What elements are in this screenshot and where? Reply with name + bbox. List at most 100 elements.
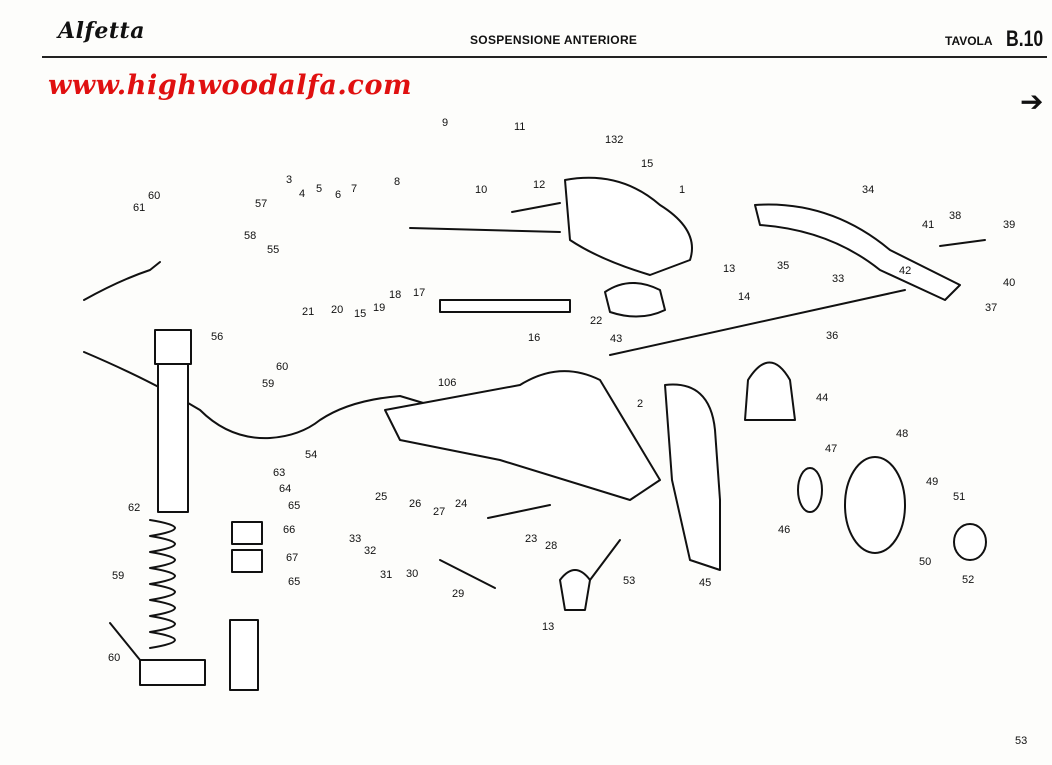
part-label-46: 46 <box>778 524 790 536</box>
part-label-32: 32 <box>364 545 376 557</box>
part-label-2: 2 <box>637 398 643 410</box>
part-label-31: 31 <box>380 569 392 581</box>
anti-roll-bar <box>83 351 441 440</box>
part-label-8: 8 <box>394 176 400 188</box>
part-label-13: 13 <box>723 263 735 275</box>
pointer-arrow-2 <box>589 539 621 581</box>
part-label-29: 29 <box>452 588 464 600</box>
part-label-49: 49 <box>926 476 938 488</box>
part-label-15: 15 <box>641 158 653 170</box>
part-label-59: 59 <box>112 570 124 582</box>
part-label-60: 60 <box>148 190 160 202</box>
part-label-34: 34 <box>862 184 874 196</box>
ball-joint <box>559 569 591 611</box>
part-label-28: 28 <box>545 540 557 552</box>
part-label-20: 20 <box>331 304 343 316</box>
lower-shock-rod <box>229 619 259 691</box>
part-label-54: 54 <box>305 449 317 461</box>
part-label-37: 37 <box>985 302 997 314</box>
page-number: 53 <box>1015 735 1028 747</box>
shock-absorber-top <box>154 329 192 365</box>
part-label-23: 23 <box>525 533 537 545</box>
bump-rubber <box>744 361 796 421</box>
part-label-66: 66 <box>283 524 295 536</box>
bushing-67 <box>231 549 263 573</box>
hub-carrier <box>664 383 721 571</box>
part-label-43: 43 <box>610 333 622 345</box>
part-label-16: 16 <box>528 332 540 344</box>
tie-rod <box>609 289 906 356</box>
part-label-40: 40 <box>1003 277 1015 289</box>
part-label-35: 35 <box>777 260 789 272</box>
part-label-19: 19 <box>373 302 385 314</box>
part-label-59: 59 <box>262 378 274 390</box>
header-rule <box>42 56 1047 58</box>
part-label-7: 7 <box>351 183 357 195</box>
part-label-67: 67 <box>286 552 298 564</box>
part-label-1: 1 <box>679 184 685 196</box>
part-label-56: 56 <box>211 331 223 343</box>
tavola-label: TAVOLA <box>945 34 993 48</box>
part-label-14: 14 <box>738 291 750 303</box>
bolt-12 <box>511 202 561 213</box>
part-label-36: 36 <box>826 330 838 342</box>
strut-rod <box>439 299 571 313</box>
part-label-39: 39 <box>1003 219 1015 231</box>
part-label-63: 63 <box>273 467 285 479</box>
part-label-55: 55 <box>267 244 279 256</box>
part-label-6: 6 <box>335 189 341 201</box>
watermark-url: www.highwoodalfa.com <box>48 70 413 101</box>
part-label-52: 52 <box>962 574 974 586</box>
part-label-18: 18 <box>389 289 401 301</box>
part-label-12: 12 <box>533 179 545 191</box>
part-label-53: 53 <box>623 575 635 587</box>
part-label-42: 42 <box>899 265 911 277</box>
hub-cap <box>953 523 987 561</box>
part-label-47: 47 <box>825 443 837 455</box>
part-label-60: 60 <box>108 652 120 664</box>
part-label-45: 45 <box>699 577 711 589</box>
part-label-41: 41 <box>922 219 934 231</box>
part-label-57: 57 <box>255 198 267 210</box>
part-label-61: 61 <box>133 202 145 214</box>
part-label-33: 33 <box>832 273 844 285</box>
arrow-right-icon[interactable]: ➔ <box>1020 86 1044 117</box>
part-label-33: 33 <box>349 533 361 545</box>
lower-arm <box>384 370 661 501</box>
part-label-4: 4 <box>299 188 305 200</box>
part-label-11: 11 <box>514 121 525 133</box>
part-label-60: 60 <box>276 361 288 373</box>
bolt-29 <box>439 559 496 589</box>
part-label-25: 25 <box>375 491 387 503</box>
part-label-62: 62 <box>128 502 140 514</box>
torsion-bar <box>409 227 561 233</box>
part-label-17: 17 <box>413 287 425 299</box>
part-label-65: 65 <box>288 576 300 588</box>
bolt-38 <box>939 239 986 247</box>
part-label-13: 13 <box>542 621 554 633</box>
bolt-23 <box>487 504 551 519</box>
part-label-10: 10 <box>475 184 487 196</box>
part-label-22: 22 <box>590 315 602 327</box>
part-label-48: 48 <box>896 428 908 440</box>
part-label-26: 26 <box>409 498 421 510</box>
part-label-27: 27 <box>433 506 445 518</box>
part-label-64: 64 <box>279 483 291 495</box>
hub-bearing <box>797 467 823 513</box>
upper-arm <box>564 176 693 276</box>
anti-roll-bar-upper <box>83 261 161 301</box>
part-label-15: 15 <box>354 308 366 320</box>
rear-link <box>754 203 961 301</box>
part-label-3: 3 <box>286 174 292 186</box>
part-label-51: 51 <box>953 491 965 503</box>
coil-spring <box>149 519 176 649</box>
shock-absorber-body <box>157 361 189 513</box>
tavola-number: B.10 <box>1006 26 1044 51</box>
alfetta-logo: Alfetta <box>58 18 145 44</box>
bump-stop <box>604 282 666 318</box>
part-label-38: 38 <box>949 210 961 222</box>
part-label-50: 50 <box>919 556 931 568</box>
brake-hub <box>844 456 906 554</box>
